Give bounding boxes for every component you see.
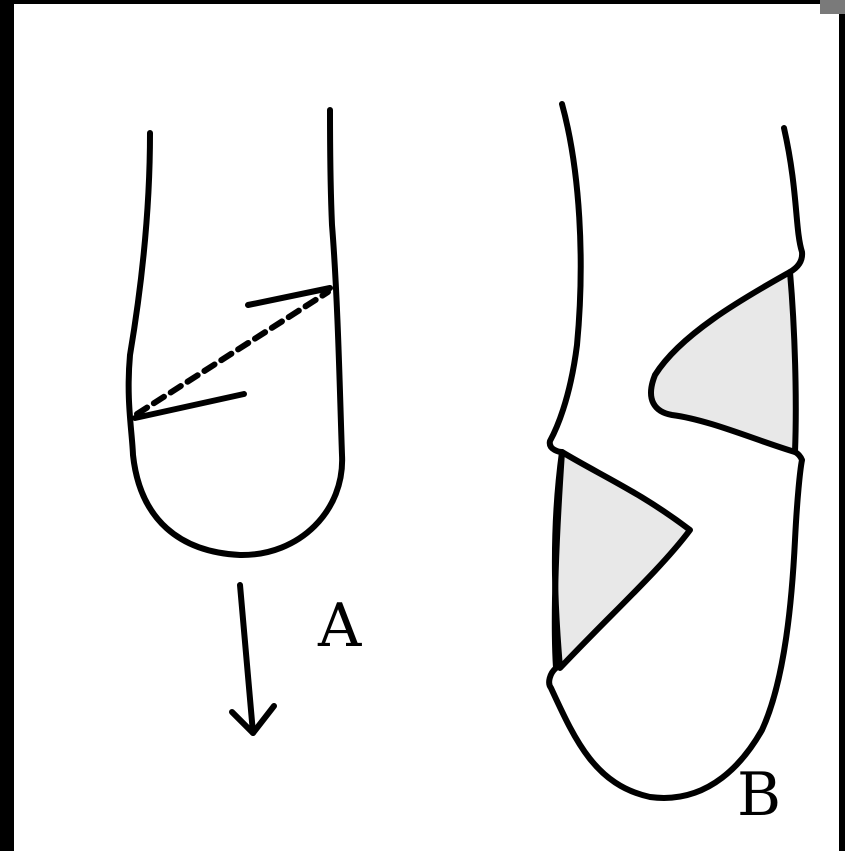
finger-b-outline <box>549 104 802 798</box>
flap-lower <box>555 452 690 668</box>
panel-a-finger <box>129 110 343 555</box>
flap-upper <box>651 272 796 452</box>
panel-b-label: B <box>737 760 781 830</box>
incision-line-upper <box>248 288 330 305</box>
arrow-shaft <box>240 585 253 733</box>
incision-line-lower <box>135 394 244 418</box>
downward-arrow <box>232 585 274 733</box>
panel-a-label: A <box>317 591 362 661</box>
finger-a-outline <box>129 110 343 555</box>
panel-b-finger <box>549 104 802 798</box>
